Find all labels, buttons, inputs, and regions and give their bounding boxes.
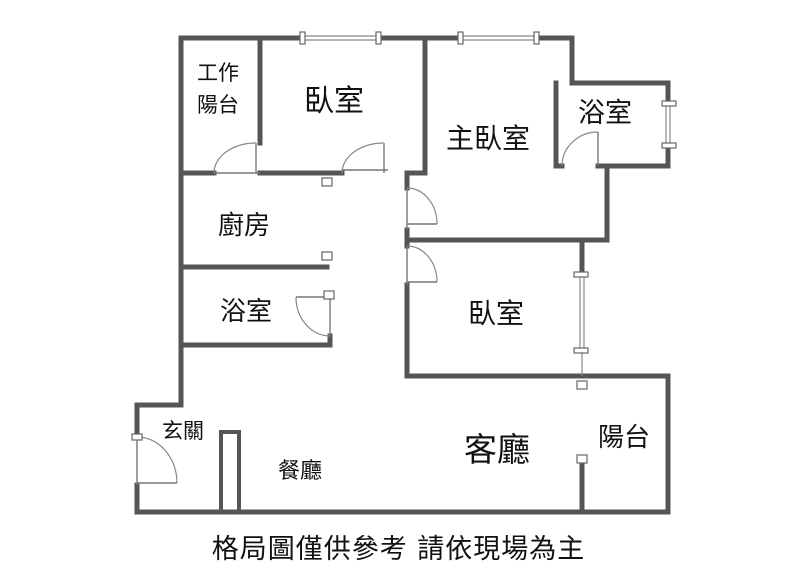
door-entrance: [131, 433, 178, 485]
door-master-bedroom: [406, 187, 438, 230]
label-bathroom-middle: 浴室: [220, 297, 272, 327]
room-labels: 工作 陽台 臥室 主臥室 浴室 廚房 浴室 臥室 玄關 餐廳 客廳 陽台: [162, 61, 650, 484]
wall-bath-middle-bottom: [178, 333, 333, 348]
door-bedroom-top: [341, 142, 388, 174]
walls: [134, 35, 671, 515]
window-bedroom-bottom-sill: [576, 352, 588, 390]
disclaimer-caption: 格局圖僅供參考 請依現場為主: [211, 534, 586, 565]
label-work-balcony-line1: 工作: [197, 61, 239, 85]
wall-dining-partition: [219, 430, 241, 514]
label-bathroom-top: 浴室: [578, 98, 632, 129]
wall-bedroom-bottom: [404, 282, 585, 379]
doors: [131, 131, 599, 485]
label-master-bedroom: 主臥室: [446, 122, 530, 155]
label-work-balcony-line2: 陽台: [197, 93, 239, 117]
kitchen-marker: [321, 177, 333, 261]
label-dining-room: 餐廳: [278, 459, 322, 484]
wall-bath-top-right-lower: [404, 143, 671, 243]
windows: [299, 31, 677, 464]
wall-outer-top-right: [534, 35, 671, 107]
window-master-bath-right: [661, 100, 677, 149]
label-entrance: 玄關: [162, 419, 204, 443]
door-bathroom-middle: [295, 290, 335, 337]
door-master-bath: [561, 131, 599, 167]
label-bedroom-middle: 臥室: [468, 297, 524, 330]
wall-entrance-left-lower: [134, 373, 671, 515]
wall-master-bath: [553, 80, 565, 169]
door-bedroom-middle: [406, 245, 438, 285]
window-bedroom-middle-right: [573, 271, 589, 354]
label-kitchen: 廚房: [218, 211, 270, 241]
wall-entrance-left: [134, 372, 184, 440]
wall-bedroom-divider: [404, 35, 428, 181]
label-balcony: 陽台: [598, 423, 650, 453]
label-bedroom-top: 臥室: [304, 84, 364, 119]
balcony-door-marker: [576, 454, 588, 464]
label-living-room: 客廳: [464, 430, 530, 469]
door-work-balcony: [213, 142, 260, 174]
window-master-bedroom-top: [457, 31, 540, 45]
window-bedroom-top: [299, 31, 382, 45]
